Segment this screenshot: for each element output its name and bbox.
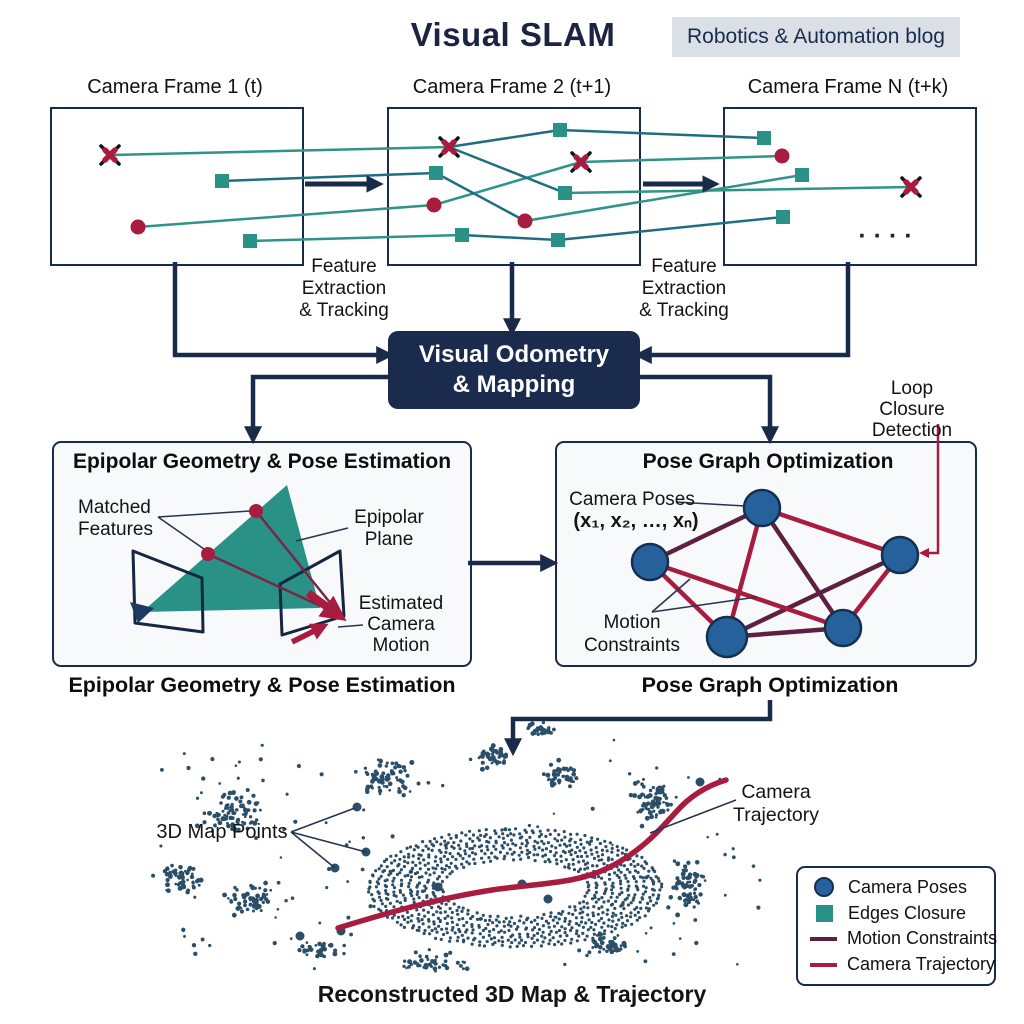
legend-item-label: Edges Closure — [848, 902, 967, 923]
matched-features-label: Matched Features — [78, 497, 153, 540]
feature-extraction-label-2: Feature Extraction & Tracking — [639, 256, 729, 321]
loop-closure-label: Loop Closure Detection — [871, 378, 953, 441]
visual-odometry-label: Visual Odometry & Mapping — [418, 341, 610, 398]
legend-item: Camera Poses — [810, 877, 994, 898]
pose-graph-caption: Pose Graph Optimization — [641, 673, 899, 697]
blog-badge: Robotics & Automation blog — [672, 17, 960, 57]
feature-extraction-label-1: Feature Extraction & Tracking — [299, 256, 389, 321]
legend-item: Motion Constraints — [810, 928, 998, 949]
trajectory-line-icon — [810, 962, 837, 967]
visual-odometry-box: Visual Odometry & Mapping — [388, 331, 640, 409]
camera-poses-label: Camera Poses — [569, 489, 695, 510]
epipolar-caption: Epipolar Geometry & Pose Estimation — [68, 673, 456, 697]
legend-item-label: Motion Constraints — [847, 928, 998, 949]
camera-frame-2-box — [387, 107, 641, 266]
legend-item-label: Camera Poses — [848, 876, 968, 897]
camera-frame-1-label: Camera Frame 1 (t) — [87, 76, 263, 98]
epipolar-plane-label: Epipolar Plane — [354, 507, 424, 550]
frame-ellipsis: ···· — [858, 222, 920, 250]
trajectory-figure — [290, 777, 737, 931]
camera-trajectory-path — [335, 777, 729, 931]
motion-constraint-line-icon — [810, 936, 837, 941]
legend-item: Edges Closure — [810, 903, 994, 924]
legend-box: Camera Poses Edges Closure Motion Constr… — [796, 866, 998, 986]
page-title: Visual SLAM — [410, 16, 616, 53]
camera-frame-2-label: Camera Frame 2 (t+1) — [412, 76, 612, 98]
camera-pose-circle-icon — [810, 877, 838, 898]
camera-frame-3-label: Camera Frame N (t+k) — [747, 76, 949, 98]
estimated-camera-motion-label: Estimated Camera Motion — [358, 593, 444, 656]
map-points-label: 3D Map Points — [156, 821, 288, 843]
legend-item: Camera Trajectory — [810, 954, 996, 975]
motion-constraints-label: Motion Constraints — [583, 612, 681, 656]
pose-graph-title: Pose Graph Optimization — [642, 450, 894, 473]
map-caption: Reconstructed 3D Map & Trajectory — [317, 981, 707, 1007]
camera-trajectory-label: Camera Trajectory — [733, 781, 819, 826]
point-cloud — [151, 720, 762, 973]
legend-item-label: Camera Trajectory — [847, 954, 996, 975]
poses-notation-label: (x₁, x₂, …, xₙ) — [573, 510, 699, 532]
camera-frame-1-box — [50, 107, 304, 266]
edges-closure-square-icon — [810, 904, 838, 922]
epipolar-title: Epipolar Geometry & Pose Estimation — [72, 450, 452, 473]
